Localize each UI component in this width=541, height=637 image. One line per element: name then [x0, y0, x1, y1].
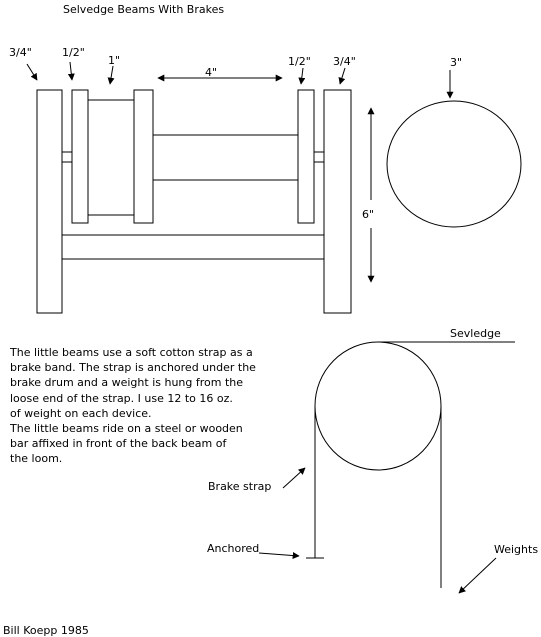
label-3-4-right: 3/4"	[333, 55, 356, 68]
left-axle-pin	[61, 151, 73, 163]
beam-shaft	[152, 134, 299, 181]
label-4-inch: 4"	[205, 66, 217, 79]
beam-end-view-circle	[386, 100, 522, 228]
description-line: brake band. The strap is anchored under …	[10, 361, 256, 375]
brake-drum-circle	[314, 341, 442, 471]
label-1-2-left: 1/2"	[62, 46, 85, 59]
label-brake-strap: Brake strap	[208, 480, 271, 493]
description-line: loose end of the strap. I use 12 to 16 o…	[10, 391, 233, 405]
author-credit: Bill Koepp 1985	[3, 624, 89, 637]
right-upright-3-4	[323, 89, 352, 314]
label-1-2-right: 1/2"	[288, 55, 311, 68]
label-6-inch: 6"	[362, 208, 374, 221]
arrow-1-inch	[107, 65, 115, 85]
arrow-1-2-right	[298, 67, 306, 85]
label-1-inch: 1"	[108, 54, 120, 67]
right-disc-1-2	[297, 89, 315, 224]
description-line: bar affixed in front of the back beam of	[10, 437, 227, 451]
brake-drum	[87, 99, 135, 216]
arrow-3-4-right	[338, 67, 346, 85]
arrow-3-4-left	[26, 63, 38, 81]
label-anchored: Anchored	[207, 542, 259, 555]
bottom-rail	[61, 234, 325, 260]
arrow-1-2-left	[67, 61, 75, 81]
label-selvedge: Sevledge	[450, 327, 501, 340]
label-weights: Weights	[494, 543, 538, 556]
left-disc-1-2	[71, 89, 89, 224]
arrow-weights	[458, 557, 497, 594]
description-line: the loom.	[10, 452, 63, 466]
arrow-brake-strap	[282, 467, 306, 489]
left-upright-3-4	[36, 89, 63, 314]
label-3-4-left: 3/4"	[9, 46, 32, 59]
label-3-inch: 3"	[450, 56, 462, 69]
diagram-title: Selvedge Beams With Brakes	[63, 3, 224, 16]
drum-flange	[133, 89, 154, 224]
right-axle-pin	[313, 151, 325, 163]
description-line: of weight on each device.	[10, 406, 152, 420]
arrow-anchored	[258, 552, 300, 560]
description-line: brake drum and a weight is hung from the	[10, 376, 244, 390]
description-text: The little beams use a soft cotton strap…	[10, 345, 280, 467]
description-line: The little beams use a soft cotton strap…	[10, 346, 253, 359]
description-line: The little beams ride on a steel or wood…	[10, 422, 243, 436]
